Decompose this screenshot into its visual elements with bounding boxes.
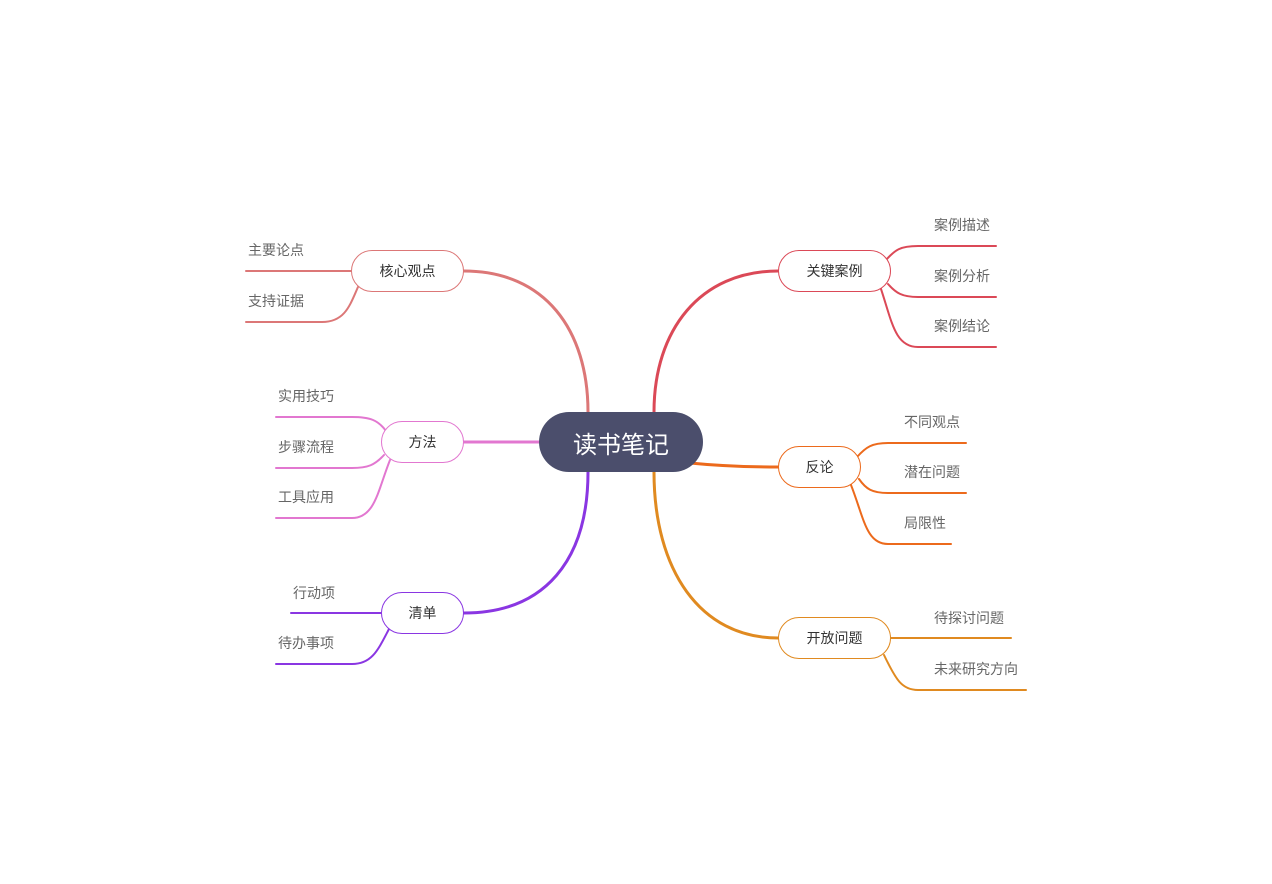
- leaf-supporting-evidence[interactable]: 支持证据: [248, 294, 304, 310]
- leaf-action-items[interactable]: 行动项: [293, 586, 335, 602]
- branch-methods[interactable]: 方法: [381, 421, 464, 463]
- leaf-connector: [275, 416, 387, 432]
- leaf-connector: [885, 245, 997, 261]
- branch-connector: [652, 269, 780, 414]
- branch-label: 清单: [408, 606, 437, 622]
- leaf-connector: [880, 288, 997, 348]
- leaf-main-arguments[interactable]: 主要论点: [248, 243, 304, 259]
- branch-open-questions[interactable]: 开放问题: [778, 617, 891, 659]
- leaf-tool-application[interactable]: 工具应用: [278, 490, 334, 506]
- leaf-connector: [850, 484, 952, 545]
- leaf-potential-issues[interactable]: 潜在问题: [904, 465, 960, 481]
- leaf-todo-items[interactable]: 待办事项: [278, 636, 334, 652]
- branch-label: 方法: [408, 435, 437, 451]
- branch-key-cases[interactable]: 关键案例: [778, 250, 891, 292]
- branch-label: 核心观点: [379, 264, 436, 280]
- leaf-connector: [275, 628, 390, 665]
- branch-label: 关键案例: [806, 264, 863, 280]
- leaf-connector: [245, 286, 359, 323]
- branch-connector: [462, 470, 590, 615]
- leaf-case-analysis[interactable]: 案例分析: [934, 269, 990, 285]
- leaf-questions-to-explore[interactable]: 待探讨问题: [934, 611, 1004, 627]
- branch-label: 反论: [805, 460, 834, 476]
- leaf-connector: [858, 478, 967, 494]
- central-topic[interactable]: 读书笔记: [539, 412, 703, 472]
- leaf-case-conclusion[interactable]: 案例结论: [934, 319, 990, 335]
- branch-counterarguments[interactable]: 反论: [778, 446, 861, 488]
- leaf-connector: [856, 442, 967, 458]
- leaf-connector: [275, 459, 391, 519]
- leaf-case-description[interactable]: 案例描述: [934, 218, 990, 234]
- leaf-connector: [887, 283, 997, 298]
- branch-label: 开放问题: [806, 631, 863, 647]
- central-topic-label: 读书笔记: [573, 430, 669, 459]
- leaf-step-process[interactable]: 步骤流程: [278, 440, 334, 456]
- branch-connector: [688, 461, 780, 469]
- branch-core-viewpoints[interactable]: 核心观点: [351, 250, 464, 292]
- leaf-future-research[interactable]: 未来研究方向: [934, 662, 1018, 678]
- leaf-connector: [275, 454, 385, 469]
- leaf-limitations[interactable]: 局限性: [904, 516, 946, 532]
- branch-checklist[interactable]: 清单: [381, 592, 464, 634]
- branch-connector: [652, 470, 780, 640]
- leaf-different-views[interactable]: 不同观点: [904, 415, 960, 431]
- leaf-practical-tips[interactable]: 实用技巧: [278, 389, 334, 405]
- leaf-connector: [883, 654, 1027, 691]
- branch-connector: [462, 269, 590, 414]
